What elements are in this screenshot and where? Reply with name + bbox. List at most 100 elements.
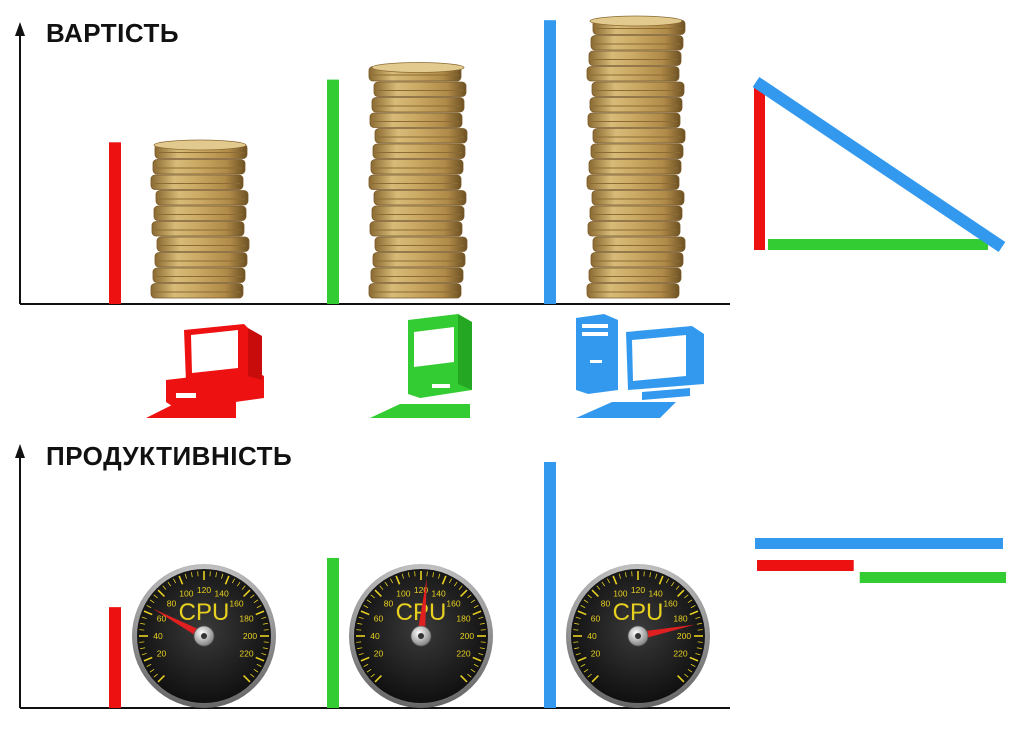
gauge-tick: [587, 594, 592, 599]
gauge-tick: [438, 573, 441, 579]
gauge-tick: [695, 616, 701, 619]
gauge-tick: [231, 578, 235, 584]
cost-bar-green: [327, 79, 339, 304]
coin: [374, 128, 468, 144]
gauge-tick: [167, 581, 171, 587]
coin: [373, 81, 467, 97]
gauge-tick: [684, 673, 689, 678]
coin: [589, 205, 683, 221]
gauge-tick: [470, 599, 476, 603]
gauge-tick: [467, 673, 472, 678]
legend-blue-diagonal-bar: [752, 77, 1006, 252]
gauge-tick: [261, 616, 267, 619]
gauge-hub-center: [418, 633, 424, 639]
coin: [590, 35, 684, 51]
gauge-tick: [601, 581, 605, 587]
gauge-tick: [658, 575, 664, 585]
gauge-tick: [255, 656, 265, 662]
gauge-tick-label: 160: [446, 598, 460, 608]
gauge-tick-label: 220: [239, 649, 253, 659]
gauge-tick: [237, 581, 241, 587]
gauge-tick: [255, 610, 265, 616]
coin: [588, 159, 682, 175]
cost-chart-title: ВАРТІСТЬ: [46, 18, 180, 48]
legend-red-bar: [757, 560, 854, 571]
gauge-tick: [370, 673, 375, 678]
gauge-tick: [143, 656, 153, 662]
gauge-tick: [143, 610, 153, 616]
gauge-tick: [157, 675, 165, 683]
gauge-tick-label: 120: [631, 585, 645, 595]
gauge-tick: [262, 622, 268, 625]
performance-chart-title: ПРОДУКТИВНІСТЬ: [46, 441, 293, 471]
performance-bar-green: [327, 557, 339, 708]
gauge-tick-label: 20: [374, 649, 384, 659]
gauge-tick-label: 40: [587, 631, 597, 641]
gauge-tick: [687, 669, 693, 673]
coin: [590, 143, 684, 159]
performance-bars: [109, 462, 556, 708]
coin: [150, 174, 244, 190]
coin: [591, 190, 685, 206]
coin: [370, 159, 464, 175]
gauge-tick: [384, 581, 388, 587]
coin: [587, 221, 681, 237]
gauge-tick: [441, 575, 447, 585]
coin: [370, 267, 464, 283]
gauge-tick-label: 180: [239, 613, 253, 623]
coin: [587, 112, 681, 128]
gauge-tick: [472, 656, 482, 662]
gauge-tick: [243, 675, 251, 683]
gauge-tick: [612, 575, 618, 585]
coin-top: [153, 139, 247, 151]
gauge-tick: [357, 647, 363, 650]
coin-stack-red: [150, 139, 250, 299]
gauge-tick: [140, 622, 146, 625]
gauge-tick: [671, 581, 675, 587]
blue-computer-icon: [576, 314, 704, 418]
gauge-tick: [363, 663, 369, 667]
gauge-tick-label: 80: [384, 598, 394, 608]
gauge-tick: [460, 675, 468, 683]
gauge-tick: [607, 578, 611, 584]
gauge-tick: [432, 572, 435, 578]
gauge-tick: [215, 572, 218, 578]
gauge-tick-label: 200: [243, 631, 257, 641]
coin: [592, 236, 686, 252]
gauge-hub-center: [635, 633, 641, 639]
gauge-tick: [577, 610, 587, 616]
gauge-tick-label: 180: [673, 613, 687, 623]
gauge-tick: [472, 610, 482, 616]
gauge-tick: [624, 572, 627, 578]
gauge-cpu-label: CPU: [179, 599, 230, 626]
gauge-tick: [473, 663, 479, 667]
gauge-tick: [401, 573, 404, 579]
gauge-tick: [407, 572, 410, 578]
gauge-tick: [146, 663, 152, 667]
legend-blue-bar: [755, 538, 1003, 549]
gauge-tick: [390, 578, 394, 584]
gauge-tick: [690, 663, 696, 667]
gauge-tick: [695, 653, 701, 656]
gauge-tick: [253, 669, 259, 673]
gauge-tick: [690, 605, 696, 609]
gauge-tick: [221, 573, 224, 579]
gauge-tick: [153, 594, 158, 599]
gauge-tick: [173, 578, 177, 584]
gauge-tick: [178, 575, 184, 585]
coin: [155, 190, 249, 206]
gauge-tick: [696, 647, 702, 650]
gauge-tick: [689, 610, 699, 616]
gauge-tick: [696, 622, 702, 625]
gauge-tick: [460, 589, 468, 597]
gauge-tick: [250, 673, 255, 678]
coin: [372, 143, 466, 159]
gauge-tick: [574, 622, 580, 625]
cost-axes: [15, 22, 730, 305]
gauge-tick: [141, 653, 147, 656]
performance-legend-bars: [755, 538, 1007, 583]
gauge-tick: [374, 675, 382, 683]
